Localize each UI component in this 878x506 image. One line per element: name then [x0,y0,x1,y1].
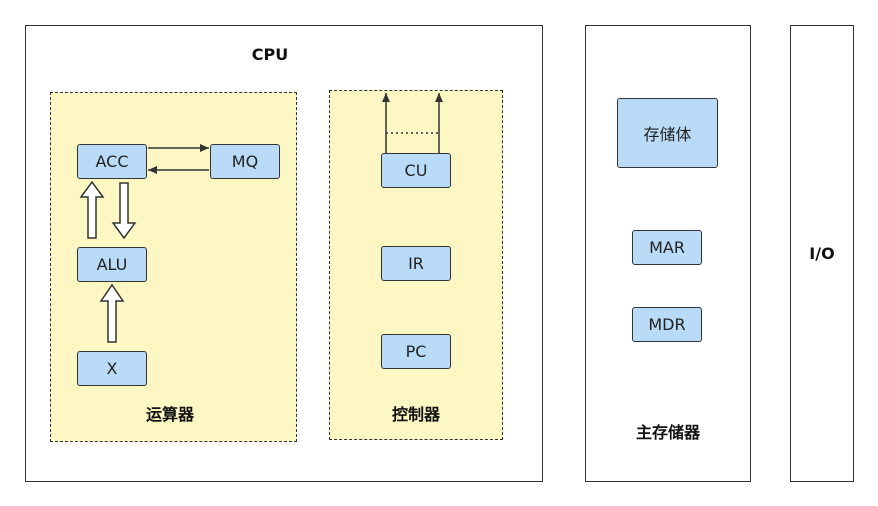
ir-register: IR [381,246,451,281]
alu-register: ALU [77,247,147,282]
mq-register: MQ [210,144,280,179]
io-panel [790,25,854,482]
memory-title: 主存储器 [635,423,700,442]
cpu-title: CPU [251,45,289,64]
cu-register: CU [381,153,451,188]
acc-to-alu-hollow-arrow [111,182,137,240]
control-group-title: 控制器 [391,405,440,424]
io-title: I/O [809,244,835,263]
x-register: X [77,351,147,386]
storage-block: 存储体 [617,98,718,168]
x-to-alu-hollow-arrow [99,283,125,343]
alu-group-title: 运算器 [145,405,194,424]
pc-register: PC [381,334,451,369]
alu-to-acc-hollow-arrow [79,180,105,239]
mar-register: MAR [632,230,702,265]
acc-register: ACC [77,144,147,179]
mdr-register: MDR [632,307,702,342]
